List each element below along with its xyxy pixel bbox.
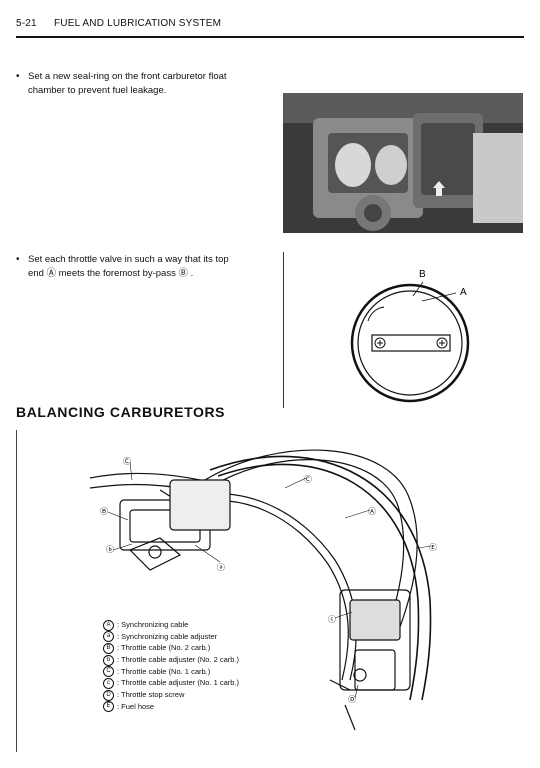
callout-a-small: ⓐ	[217, 563, 225, 572]
margin-line	[16, 430, 17, 752]
section-title: FUEL AND LUBRICATION SYSTEM	[54, 18, 222, 29]
legend-symbol: B	[103, 642, 114, 654]
bullet-mark: •	[16, 254, 20, 265]
legend-item: a: Synchronizing cable adjuster	[103, 631, 239, 643]
legend-text: : Throttle cable (No. 2 carb.)	[117, 643, 211, 653]
throttle-valve-diagram: B A	[350, 269, 470, 403]
callout-c-mid: Ⓒ	[304, 475, 312, 484]
callout-e-right: Ⓔ	[429, 543, 437, 552]
legend-symbol: a	[103, 631, 114, 643]
legend-text: : Synchronizing cable adjuster	[117, 631, 218, 641]
legend-item: A: Synchronizing cable	[103, 619, 239, 631]
legend-symbol: A	[103, 619, 114, 631]
legend-text: : Throttle cable (No. 1 carb.)	[117, 666, 211, 676]
legend-text: : Throttle stop screw	[117, 690, 185, 700]
carburetor-photo-illustration	[283, 93, 523, 233]
callout-d-lower: Ⓓ	[348, 695, 356, 704]
bullet-text-line: end Ⓐ meets the foremost by-pass Ⓑ .	[28, 268, 194, 279]
legend-symbol: E	[103, 701, 114, 713]
carburetor-balancing-diagram: Ⓒ Ⓑ ⓑ ⓐ Ⓒ Ⓐ Ⓔ ⓒ Ⓓ	[89, 449, 437, 731]
legend-item: E: Fuel hose	[103, 701, 239, 713]
label-b: B	[419, 269, 426, 280]
legend-item: b: Throttle cable adjuster (No. 2 carb.)	[103, 654, 239, 666]
callout-c-lower: ⓒ	[328, 615, 336, 624]
bullet-text-line: chamber to prevent fuel leakage.	[28, 85, 167, 96]
legend-text: : Synchronizing cable	[117, 620, 189, 629]
callout-b-small: ⓑ	[106, 545, 114, 554]
page-number: 5-21	[16, 18, 37, 29]
page-header: 5-21 FUEL AND LUBRICATION SYSTEM	[16, 14, 524, 38]
legend-symbol: b	[103, 654, 114, 666]
diagram-legend: A: Synchronizing cable a: Synchronizing …	[103, 619, 239, 713]
callout-a-mid: Ⓐ	[368, 507, 376, 516]
column-divider	[283, 252, 284, 408]
legend-text: : Throttle cable adjuster (No. 2 carb.)	[117, 655, 239, 665]
bullet-mark: •	[16, 71, 20, 82]
legend-symbol: D	[103, 689, 114, 701]
legend-item: C: Throttle cable (No. 1 carb.)	[103, 666, 239, 678]
callout-b-left: Ⓑ	[100, 507, 108, 516]
legend-item: c: Throttle cable adjuster (No. 1 carb.)	[103, 677, 239, 689]
bullet-text-line: Set each throttle valve in such a way th…	[28, 254, 229, 265]
legend-text: : Fuel hose	[117, 701, 155, 711]
callout-c-upper: Ⓒ	[123, 457, 131, 466]
label-a: A	[460, 287, 467, 298]
legend-symbol: c	[103, 677, 114, 689]
section-heading: BALANCING CARBURETORS	[16, 404, 226, 420]
legend-item: B: Throttle cable (No. 2 carb.)	[103, 642, 239, 654]
carburetor-photo	[283, 93, 523, 233]
legend-text: : Throttle cable adjuster (No. 1 carb.)	[117, 678, 239, 688]
legend-symbol: C	[103, 666, 114, 678]
bullet-text-line: Set a new seal-ring on the front carbure…	[28, 71, 227, 82]
legend-item: D: Throttle stop screw	[103, 689, 239, 701]
